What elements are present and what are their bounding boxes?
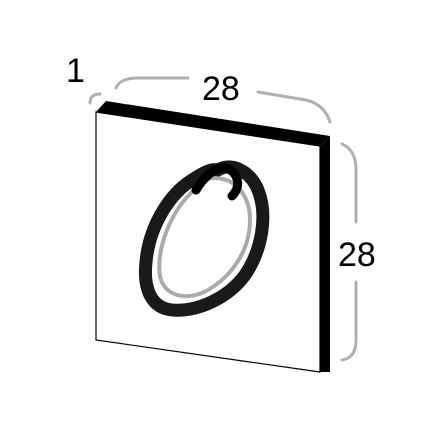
digit-zero-image <box>138 160 270 317</box>
depth-bracket <box>88 92 102 105</box>
width-label: 28 <box>202 70 240 108</box>
height-bracket-top <box>340 142 358 224</box>
digit-stroke-outer <box>138 160 270 317</box>
width-bracket-right <box>256 90 332 124</box>
digit-stroke-top-loop <box>191 163 243 201</box>
volume-side-edge <box>320 136 330 372</box>
volume-top-edge <box>96 101 330 146</box>
volume-front-face <box>95 111 321 373</box>
height-bracket-bottom <box>340 280 358 362</box>
depth-label: 1 <box>66 52 85 90</box>
digit-stroke-inner-shade <box>157 175 253 299</box>
width-bracket <box>114 76 190 90</box>
height-label: 28 <box>338 236 376 274</box>
